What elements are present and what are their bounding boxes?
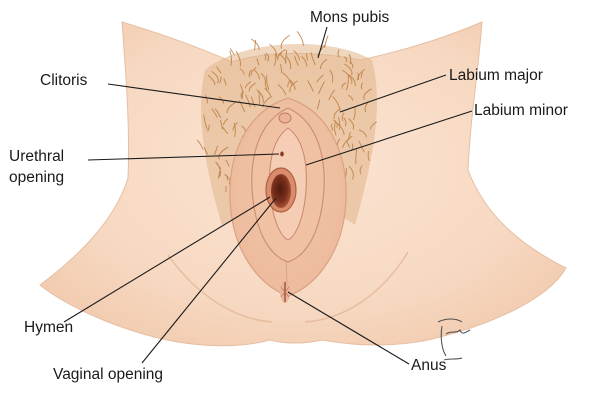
vaginal-opening-shape: [271, 174, 291, 208]
label-anus: Anus: [411, 357, 446, 375]
label-mons-pubis: Mons pubis: [310, 9, 389, 27]
label-labium-minor: Labium minor: [474, 102, 568, 120]
label-urethral-line2: opening: [9, 169, 64, 187]
urethral-opening-shape: [280, 152, 284, 157]
label-vaginal-opening: Vaginal opening: [53, 366, 163, 384]
hair-stroke: [297, 31, 303, 45]
label-hymen: Hymen: [24, 319, 73, 337]
label-urethral-line1: Urethral: [9, 148, 64, 166]
clitoris-shape: [279, 113, 291, 123]
label-labium-major: Labium major: [449, 67, 543, 85]
label-clitoris: Clitoris: [40, 72, 87, 90]
